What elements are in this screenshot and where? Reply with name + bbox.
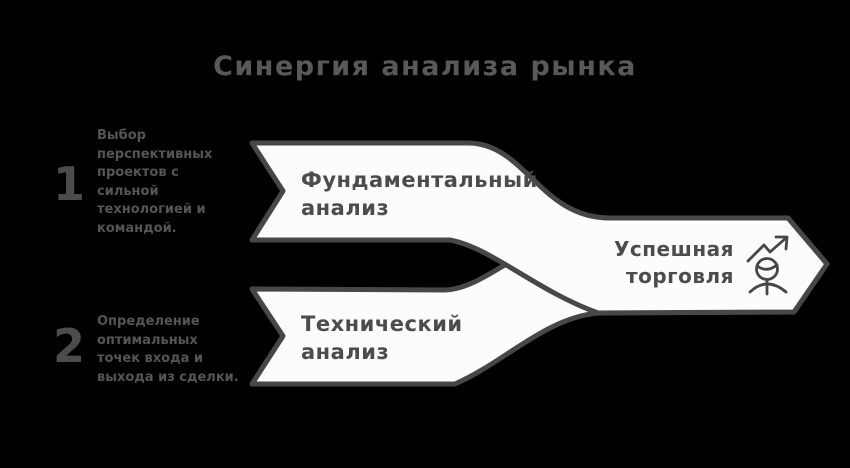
growth-arrow (746, 236, 788, 263)
branch-label-technical-analysis: Технический анализ (301, 312, 463, 364)
step-1-description: Выбор перспективных проектов с сильной т… (97, 128, 213, 236)
person-face-line (755, 263, 779, 271)
step-2-description: Определение оптимальных точек входа и вы… (97, 314, 239, 385)
trader-growth-icon (746, 235, 789, 296)
branch-label-fundamental-analysis: Фундаментальный анализ (301, 168, 538, 220)
step-2-number: 2 (52, 319, 85, 373)
step-1-number: 1 (52, 157, 85, 211)
diagram-title: Синергия анализа рынка (213, 51, 637, 82)
result-label-successful-trading: Успешная торговля (613, 237, 734, 288)
growth-arrowhead (774, 235, 789, 251)
fundamental-analysis-ribbon-shape (249, 140, 830, 316)
